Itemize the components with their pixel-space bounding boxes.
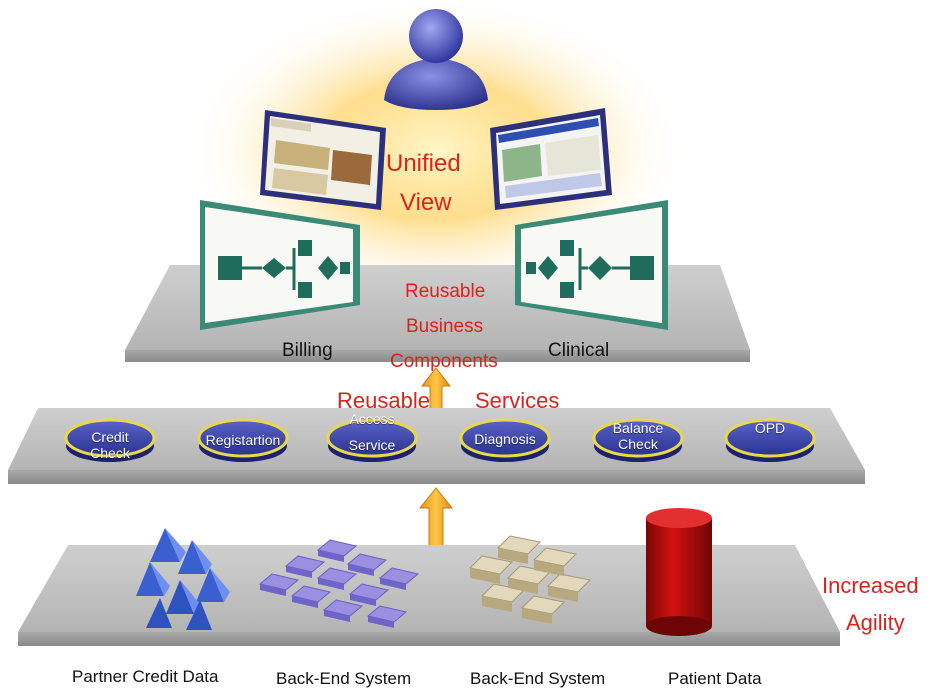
billing-process-screen: [200, 200, 360, 330]
service-disc-balance-check: [592, 418, 684, 462]
clinical-process-screen: [515, 200, 668, 330]
service-disc-opd: [724, 418, 816, 462]
service-label-line1: Diagnosis: [474, 431, 536, 447]
service-label-line2: Check: [90, 445, 130, 461]
business-components-label-line1: Reusable: [405, 281, 486, 302]
billing-label: Billing: [282, 340, 333, 361]
increased-agility-label-line2: Agility: [846, 610, 905, 635]
service-label-access-service: Access Service: [330, 411, 414, 453]
service-disc-access-service: [326, 418, 418, 462]
left-monitor-icon: [260, 110, 386, 210]
right-monitor-icon: [490, 108, 612, 210]
service-disc-diagnosis: [459, 418, 551, 462]
service-label-line1: Balance: [612, 420, 664, 436]
service-label-registration: Registartion: [193, 432, 293, 448]
back-end-system-beige-icon: [468, 535, 592, 624]
service-label-diagnosis: Diagnosis: [463, 431, 547, 447]
service-label-line1: Access: [349, 411, 395, 427]
source-label-back-end-system-1: Back-End System: [276, 669, 412, 688]
source-label-back-end-system-2: Back-End System: [470, 669, 606, 688]
service-disc-credit-check: [64, 418, 156, 462]
source-label-patient-data: Patient Data: [668, 669, 762, 688]
increased-agility-label-line1: Increased: [822, 573, 919, 598]
business-components-label-line2: Business: [406, 316, 484, 337]
patient-data-database-icon: [646, 508, 712, 636]
service-label-balance-check: Balance Check: [596, 420, 680, 452]
data-platform: [18, 545, 840, 646]
partner-credit-data-icon: [136, 528, 230, 630]
service-label-line1: OPD: [754, 420, 786, 436]
service-label-line2: Check: [618, 436, 658, 452]
business-components-label-line3: Components: [390, 351, 498, 372]
back-end-system-purple-icon: [258, 539, 420, 628]
clinical-label: Clinical: [548, 340, 610, 361]
reusable-services-label-right: Services: [475, 388, 560, 413]
service-label-line1: Credit: [91, 429, 129, 445]
user-icon: [384, 9, 488, 110]
source-label-partner-credit-data: Partner Credit Data: [72, 667, 219, 686]
service-label-credit-check: Credit Check: [68, 429, 152, 461]
service-label-opd: OPD: [728, 420, 812, 436]
service-label-line1: Registartion: [205, 432, 281, 448]
service-disc-registration: [197, 418, 289, 462]
unified-view-label-line1: Unified: [386, 150, 461, 177]
unified-view-label-line2: View: [400, 189, 452, 216]
reusable-services-label-left: Reusable: [337, 388, 430, 413]
service-label-line2: Service: [348, 437, 396, 453]
